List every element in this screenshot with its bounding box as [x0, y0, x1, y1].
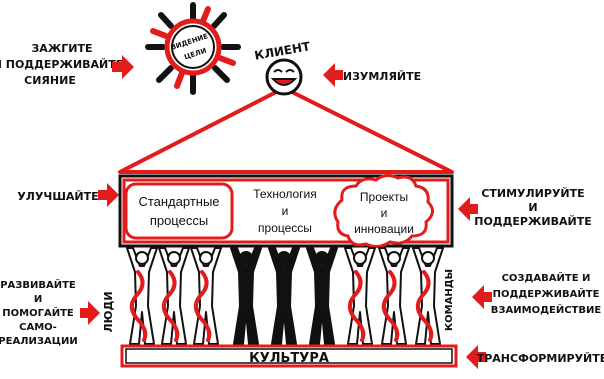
box2-line3: процессы	[258, 221, 312, 235]
person-body	[344, 247, 376, 345]
person-head	[199, 251, 213, 265]
person-figure	[158, 247, 190, 345]
person-red-stroke	[381, 270, 400, 342]
person-figure	[126, 247, 158, 345]
person-red-stroke	[129, 270, 148, 342]
person-figure	[190, 247, 222, 345]
arrow-icon-client	[323, 63, 343, 87]
sun-icon	[145, 2, 241, 95]
beam-inner	[122, 178, 450, 244]
person-figure	[412, 247, 444, 345]
sun-note-line1: ЗАЖГИТЕ	[31, 42, 92, 55]
person-head	[239, 251, 253, 265]
person-body	[230, 247, 262, 345]
person-head	[167, 251, 181, 265]
person-body	[268, 247, 300, 345]
stimulate-note: СТИМУЛИРУЙТЕ И ПОДДЕРЖИВАЙТЕ	[474, 187, 592, 228]
box-projects-cloud	[333, 173, 434, 249]
people-label: ЛЮДИ	[102, 291, 115, 332]
box3-line2: и	[381, 206, 388, 220]
stimulate-note-line2: И	[528, 201, 537, 214]
culture-base-inner	[125, 348, 453, 364]
roof	[118, 86, 454, 174]
teams-note-line1: СОЗДАВАЙТЕ И	[502, 271, 591, 284]
box-standard-processes	[124, 182, 234, 240]
person-body	[412, 247, 444, 345]
person-head	[315, 251, 329, 265]
people-note-line1: РАЗВИВАЙТЕ	[0, 278, 76, 291]
box2-line2: и	[282, 204, 289, 218]
people-note: РАЗВИВАЙТЕ И ПОМОГАЙТЕ САМО- РЕАЛИЗАЦИИ	[0, 278, 78, 347]
person-head	[277, 251, 291, 265]
person-figure	[306, 247, 338, 345]
person-figure	[344, 247, 376, 345]
sun-note-line2: И ПОДДЕРЖИВАЙТЕ	[0, 58, 123, 71]
teams-note-line2: ПОДДЕРЖИВАЙТЕ	[493, 287, 600, 300]
stimulate-note-line1: СТИМУЛИРУЙТЕ	[481, 187, 584, 200]
improve-note: УЛУЧШАЙТЕ	[17, 190, 98, 203]
person-body	[306, 247, 338, 345]
sun-note-line3: СИЯНИЕ	[24, 74, 76, 87]
people-note-line2: И	[34, 294, 42, 305]
culture-base-frame	[120, 344, 458, 368]
people-pillars	[126, 247, 444, 345]
teams-label: КОМАНДЫ	[444, 269, 455, 331]
sun-note: ЗАЖГИТЕ И ПОДДЕРЖИВАЙТЕ СИЯНИЕ	[0, 42, 123, 87]
person-red-stroke	[415, 270, 434, 342]
person-head	[135, 251, 149, 265]
person-figure	[378, 247, 410, 345]
person-head	[387, 251, 401, 265]
person-head	[353, 251, 367, 265]
teams-note: СОЗДАВАЙТЕ И ПОДДЕРЖИВАЙТЕ ВЗАИМОДЕЙСТВИ…	[491, 271, 602, 316]
person-body	[126, 247, 158, 345]
arrow-icon-people	[80, 301, 100, 325]
person-red-stroke	[193, 270, 212, 342]
people-note-line5: РЕАЛИЗАЦИИ	[0, 336, 78, 347]
person-body	[158, 247, 190, 345]
culture-label: КУЛЬТУРА	[249, 351, 329, 366]
person-figure	[268, 247, 300, 345]
arrow-icon-sun	[112, 55, 134, 79]
box1-line1: Стандартные	[138, 194, 219, 209]
arrow-icon-teams	[472, 285, 492, 309]
client-smiley-icon	[265, 58, 303, 96]
person-red-stroke	[161, 270, 180, 342]
arrow-icon-improve	[98, 183, 119, 207]
person-figure	[230, 247, 262, 345]
teams-note-line3: ВЗАИМОДЕЙСТВИЕ	[491, 303, 602, 316]
transform-note: ТРАНСФОРМИРУЙТЕ	[477, 352, 604, 365]
person-body	[190, 247, 222, 345]
person-body	[378, 247, 410, 345]
arrow-icon-transform	[466, 345, 486, 369]
people-note-line3: ПОМОГАЙТЕ	[2, 306, 74, 319]
box1-line2: процессы	[150, 213, 208, 228]
box3-line3: инновации	[354, 222, 414, 236]
box2-line1: Технология	[253, 187, 317, 201]
person-red-stroke	[347, 270, 366, 342]
person-head	[421, 251, 435, 265]
people-note-line4: САМО-	[19, 322, 57, 333]
stimulate-note-line3: ПОДДЕРЖИВАЙТЕ	[474, 215, 592, 228]
arrow-icon-stimulate	[458, 197, 478, 221]
client-note: ИЗУМЛЯЙТЕ	[343, 70, 421, 83]
box3-line1: Проекты	[360, 190, 408, 204]
